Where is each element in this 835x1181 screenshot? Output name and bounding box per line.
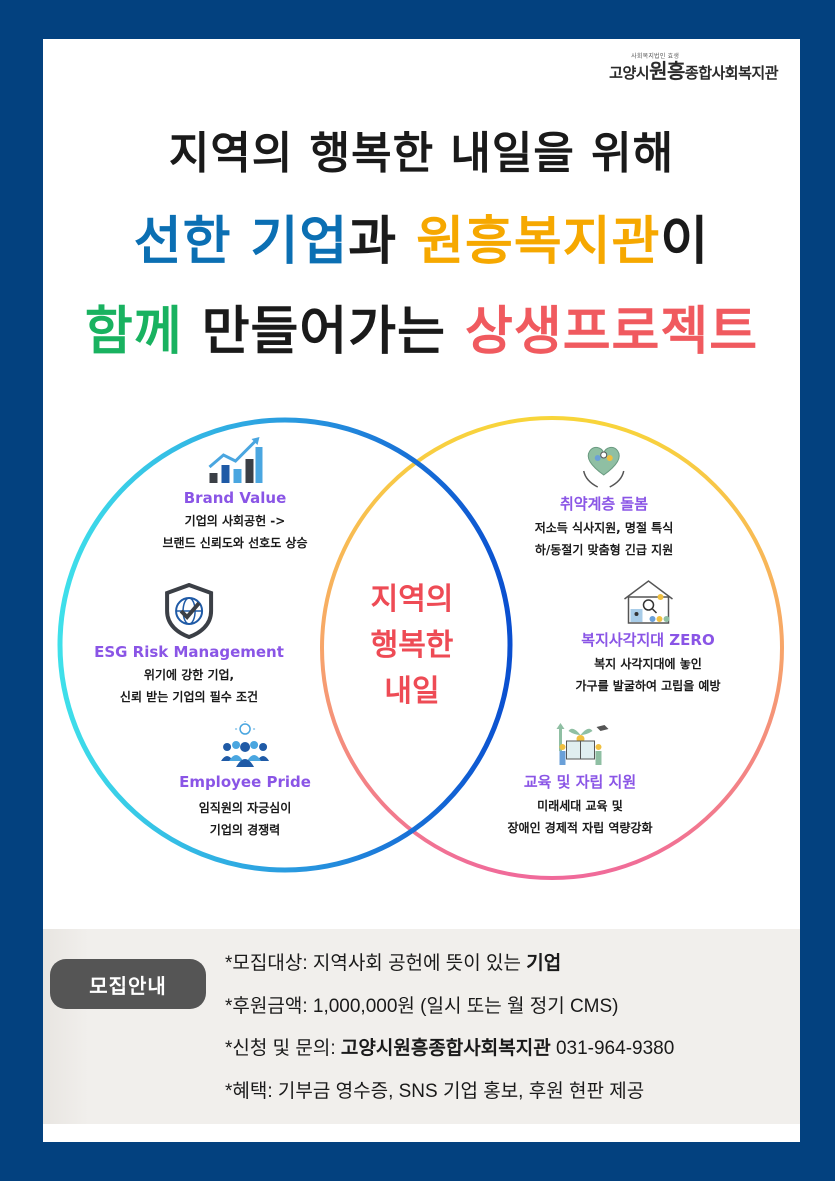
book-growth-education-icon: [555, 723, 608, 765]
venn-center-text: 지역의 행복한 내일: [370, 582, 454, 709]
team-lightbulb-icon: [220, 721, 269, 767]
house-search-people-icon: [623, 580, 673, 624]
headline-blue-text: 선한 기업: [133, 212, 349, 272]
education-title: 교육 및 자립 지원: [523, 773, 637, 791]
headline-orange-text: 원흥복지관: [416, 212, 661, 272]
venn-item-vulnerable-care: 취약계층 돌봄 저소득 식사지원, 명절 특식 하/동절기 맞춤형 긴급 지원: [535, 441, 673, 561]
venn-item-welfare-blindspot: 복지사각지대 ZERO 복지 사각지대에 놓인 가구를 발굴하여 고립을 예방: [575, 579, 721, 697]
poster-panel: 사회복지법인 효생 고양시원흥종합사회복지관 지역의 행복한 내일을 위해 선한…: [43, 39, 800, 1142]
info-lines: *모집대상: 지역사회 공헌에 뜻이 있는 기업 *후원금액: 1,000,00…: [225, 943, 674, 1113]
brand-value-title: Brand Value: [183, 489, 287, 507]
vulnerable-care-title: 취약계층 돌봄: [559, 495, 649, 513]
venn-item-esg: ESG Risk Management 위기에 강한 기업, 신뢰 받는 기업의…: [94, 583, 284, 708]
headline-line-3: 함께 만들어가는 상생프로젝트: [84, 302, 759, 362]
headline-red-text: 상생프로젝트: [465, 302, 759, 362]
employee-pride-title: Employee Pride: [179, 773, 311, 791]
info-contact: *신청 및 문의: 고양시원흥종합사회복지관 031-964-9380: [225, 1038, 675, 1059]
chart-growth-icon: [208, 437, 262, 483]
logo-highlight: 원흥: [649, 59, 685, 83]
logo-name: 고양시원흥종합사회복지관: [609, 59, 778, 83]
venn-item-brand-value: Brand Value 기업의 사회공헌 -> 브랜드 신뢰도와 선호도 상승: [162, 437, 308, 554]
headline-line-2: 선한 기업과 원흥복지관이: [133, 212, 710, 272]
recruitment-info: 모집안내 *모집대상: 지역사회 공헌에 뜻이 있는 기업 *후원금액: 1,0…: [43, 929, 800, 1124]
info-target: *모집대상: 지역사회 공헌에 뜻이 있는 기업: [225, 953, 562, 974]
headline-green-text: 함께: [84, 302, 183, 362]
recruitment-badge: 모집안내: [50, 959, 206, 1009]
esg-title: ESG Risk Management: [94, 643, 284, 661]
welfare-blindspot-title: 복지사각지대 ZERO: [581, 631, 715, 649]
headline-line-1: 지역의 행복한 내일을 위해: [168, 128, 675, 179]
info-amount: *후원금액: 1,000,000원 (일시 또는 월 정기 CMS): [225, 995, 619, 1017]
org-logo: 사회복지법인 효생 고양시원흥종합사회복지관: [609, 51, 778, 82]
info-benefits: *혜택: 기부금 영수증, SNS 기업 홍보, 후원 현판 제공: [225, 1080, 645, 1102]
shield-globe-check-icon: [164, 583, 213, 639]
logo-subtitle: 사회복지법인 효생: [631, 53, 680, 60]
heart-hands-family-icon: [583, 446, 625, 488]
venn-item-employee-pride: Employee Pride 임직원의 자긍심이 기업의 경쟁력: [179, 721, 311, 841]
venn-item-education: 교육 및 자립 지원 미래세대 교육 및 장애인 경제적 자립 역량강화: [507, 721, 653, 839]
